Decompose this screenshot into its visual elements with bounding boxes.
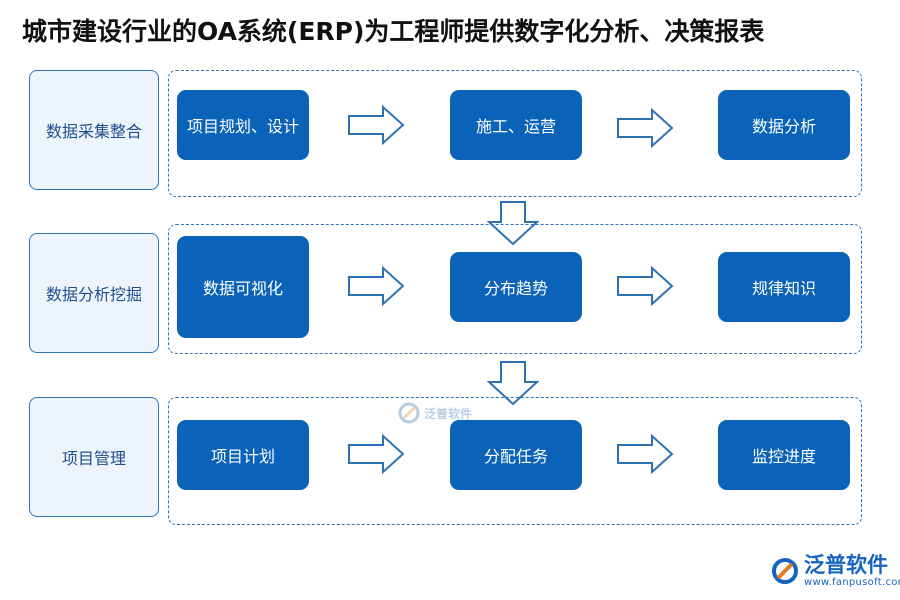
node-assign-tasks: 分配任务: [450, 420, 582, 490]
row-container-3: [168, 397, 862, 525]
watermark-text: 泛普软件: [424, 406, 473, 421]
brand-logo: 泛普软件 www.fanpusoft.com: [770, 553, 900, 589]
page-title: 城市建设行业的OA系统(ERP)为工程师提供数字化分析、决策报表: [22, 17, 765, 46]
row-container-2: [168, 224, 862, 354]
node-project-plan: 项目计划: [177, 420, 309, 490]
watermark: 泛普软件: [398, 402, 472, 424]
row-container-1: [168, 70, 862, 197]
arrow-down-icon: [487, 201, 539, 246]
arrow-right-icon: [617, 434, 674, 474]
brand-url: www.fanpusoft.com: [804, 577, 900, 588]
arrow-down-icon: [487, 361, 539, 406]
arrow-right-icon: [348, 266, 405, 306]
node-distribution-trend: 分布趋势: [450, 252, 582, 322]
node-construction-operation: 施工、运营: [450, 90, 582, 160]
node-patterns-knowledge: 规律知识: [718, 252, 850, 322]
arrow-right-icon: [617, 266, 674, 306]
node-data-analysis: 数据分析: [718, 90, 850, 160]
row-label-project-management: 项目管理: [29, 397, 159, 517]
node-data-visualization: 数据可视化: [177, 236, 309, 338]
row-label-data-collection: 数据采集整合: [29, 70, 159, 190]
row-label-data-mining: 数据分析挖掘: [29, 233, 159, 353]
node-monitor-progress: 监控进度: [718, 420, 850, 490]
arrow-right-icon: [348, 434, 405, 474]
brand-logo-icon: [772, 558, 798, 584]
node-project-planning: 项目规划、设计: [177, 90, 309, 160]
arrow-right-icon: [348, 105, 405, 145]
brand-logo-icon: [398, 402, 420, 424]
brand-name: 泛普软件: [804, 553, 888, 577]
arrow-right-icon: [617, 108, 674, 148]
